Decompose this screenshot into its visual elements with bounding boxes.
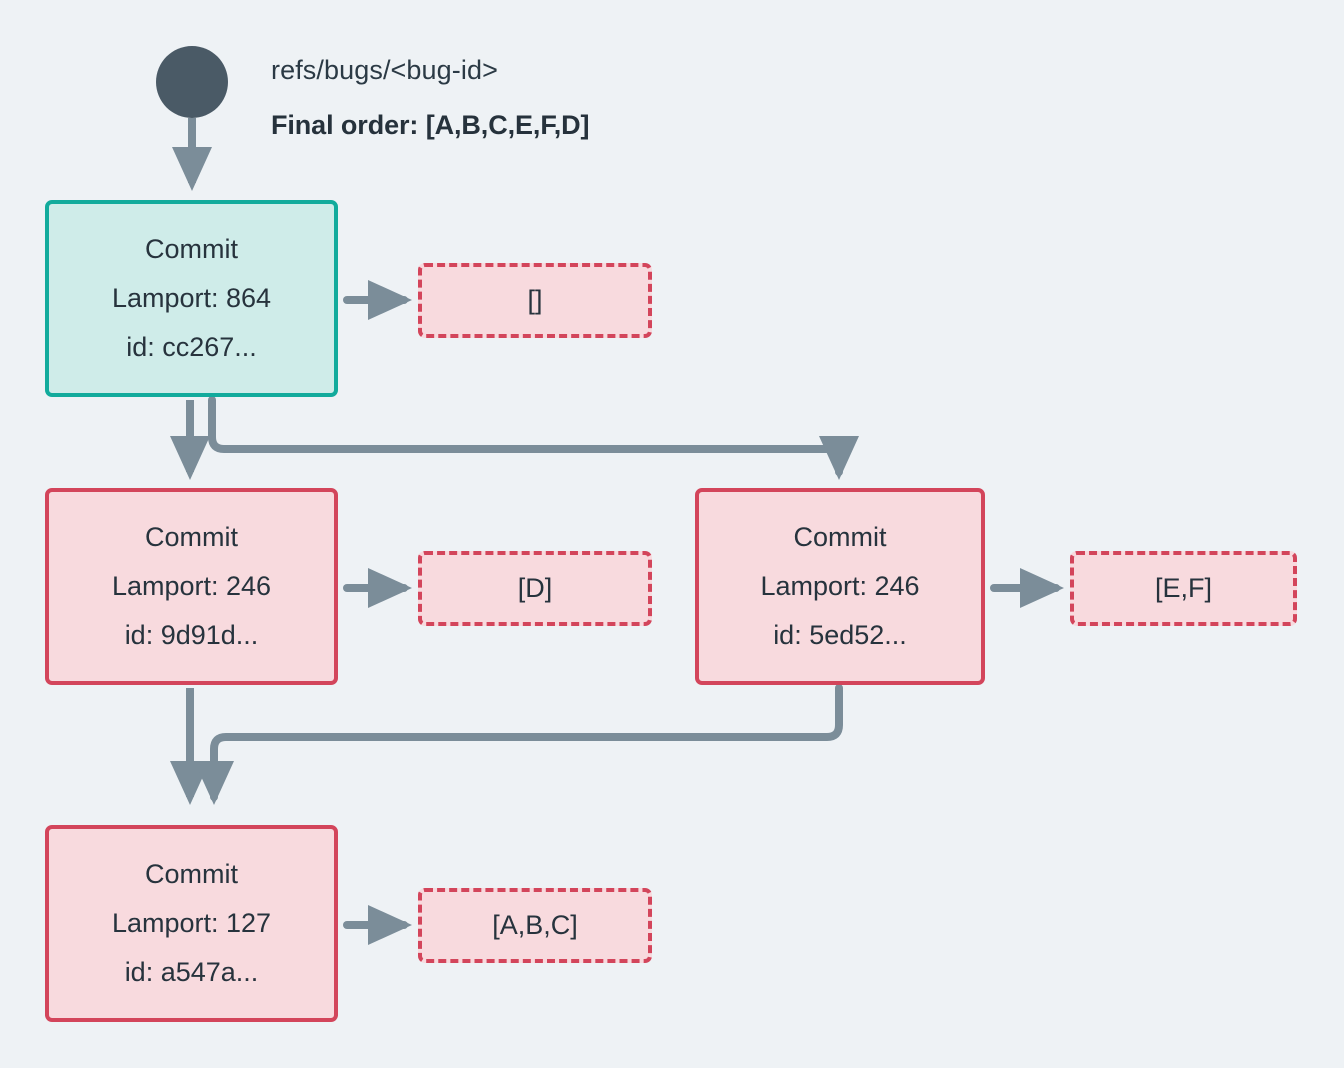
commit-node-9d91d[interactable]: Commit Lamport: 246 id: 9d91d... bbox=[45, 488, 338, 685]
commit-id: id: 5ed52... bbox=[773, 620, 907, 650]
commit-node-5ed52[interactable]: Commit Lamport: 246 id: 5ed52... bbox=[695, 488, 985, 685]
commit-lamport: Lamport: 864 bbox=[111, 283, 272, 313]
commit-id: id: cc267... bbox=[126, 332, 257, 362]
commit-title: Commit bbox=[145, 522, 238, 552]
operations-box-9d91d[interactable]: [D] bbox=[418, 551, 652, 626]
operations-box-5ed52[interactable]: [E,F] bbox=[1070, 551, 1297, 626]
final-order-label: Final order: [A,B,C,E,F,D] bbox=[271, 110, 590, 140]
commit-lamport: Lamport: 246 bbox=[111, 571, 272, 601]
ref-label: refs/bugs/<bug-id> bbox=[271, 55, 498, 85]
edge-5ed52-to-a547a bbox=[194, 684, 843, 805]
commit-id: id: a547a... bbox=[124, 957, 259, 987]
commit-node-a547a[interactable]: Commit Lamport: 127 id: a547a... bbox=[45, 825, 338, 1022]
root-node-circle-icon bbox=[156, 46, 228, 118]
edge-cc267-to-5ed52 bbox=[208, 396, 859, 480]
commit-title: Commit bbox=[145, 859, 238, 889]
commit-lamport: Lamport: 246 bbox=[760, 571, 920, 601]
operations-box-cc267[interactable]: [] bbox=[418, 263, 652, 338]
commit-title: Commit bbox=[793, 522, 887, 552]
commit-lamport: Lamport: 127 bbox=[111, 908, 272, 938]
operations-box-a547a[interactable]: [A,B,C] bbox=[418, 888, 652, 963]
commit-id: id: 9d91d... bbox=[124, 620, 259, 650]
commit-node-cc267[interactable]: Commit Lamport: 864 id: cc267... bbox=[45, 200, 338, 397]
commit-title: Commit bbox=[145, 234, 238, 264]
